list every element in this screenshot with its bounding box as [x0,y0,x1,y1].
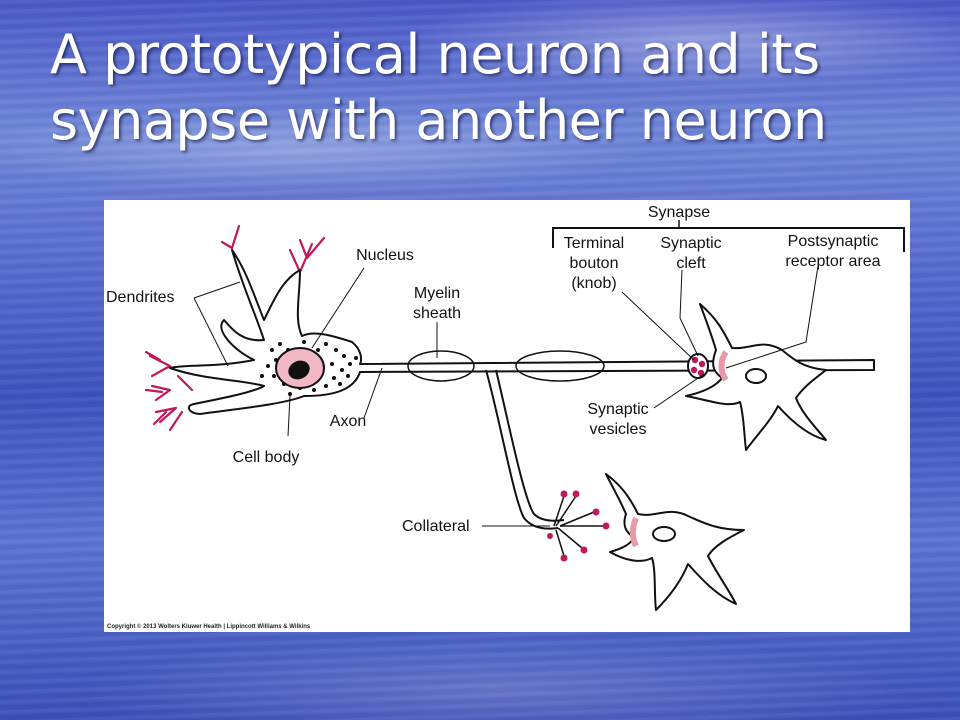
label-synaptic-vesicles-2: vesicles [590,421,647,438]
label-postsynaptic-2: receptor area [785,253,880,270]
label-nucleus: Nucleus [356,247,414,264]
cell-body-granules [260,340,358,396]
cell-body-outline [169,249,875,415]
title-line-2: synapse with another neuron [50,89,827,152]
label-axon: Axon [330,413,366,430]
neuron-diagram: Synapse Terminal bouton (knob) Synaptic … [104,200,910,632]
label-myelin-2: sheath [413,305,461,322]
label-synaptic-cleft-1: Synaptic [660,235,721,252]
label-postsynaptic-1: Postsynaptic [788,233,879,250]
label-myelin-1: Myelin [414,285,460,302]
title-line-1: A prototypical neuron and its [50,23,820,86]
label-terminal-bouton-3: (knob) [571,275,616,292]
label-synaptic-vesicles-1: Synaptic [587,401,648,418]
label-collateral: Collateral [402,518,470,535]
neuron-diagram-svg: Synapse Terminal bouton (knob) Synaptic … [106,204,905,630]
nucleus [275,347,325,389]
label-dendrites: Dendrites [106,289,174,306]
postsynaptic-receptor-1 [718,350,729,382]
label-synaptic-cleft-2: cleft [676,255,706,272]
collateral-terminals [553,495,604,557]
postsynaptic-receptor-2 [630,516,639,548]
myelin-sheaths [407,350,605,382]
label-cell-body: Cell body [233,449,300,466]
copyright-notice: Copyright © 2013 Wolters Kluwer Health |… [107,623,311,630]
label-synapse: Synapse [648,204,710,221]
leader-lines [193,265,819,527]
collateral-branch [485,369,565,530]
slide-title: A prototypical neuron and its synapse wi… [50,22,930,154]
synapse-bracket [552,220,905,252]
postsynaptic-neuron-1 [685,303,827,451]
collateral-vesicles [547,490,610,562]
dendrite-tips [144,224,326,432]
label-terminal-bouton-1: Terminal [564,235,624,252]
label-terminal-bouton-2: bouton [570,255,619,272]
postsynaptic-neuron-2 [605,473,745,611]
